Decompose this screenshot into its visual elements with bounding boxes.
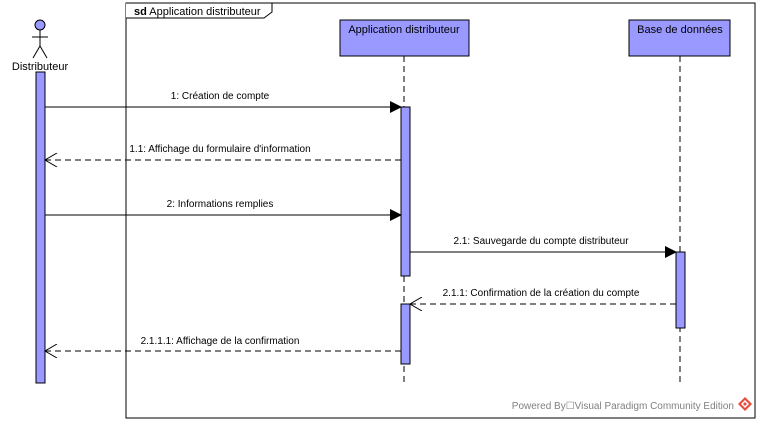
message-1-1-label: 1.1: Affichage du formulaire d'informati…	[129, 144, 310, 155]
message-1-1: 1.1: Affichage du formulaire d'informati…	[45, 144, 401, 160]
lifeline-application: Application distributeur	[339, 19, 470, 385]
visual-paradigm-logo-icon	[738, 397, 752, 411]
activation-app-2	[400, 303, 411, 365]
lifeline-label-db: Base de données	[637, 24, 723, 36]
lifeline-database: Base de données	[628, 19, 731, 385]
message-2-1-1-1-label: 2.1.1.1: Affichage de la confirmation	[141, 336, 300, 347]
frame-name: Application distributeur	[149, 6, 261, 18]
watermark-text: Powered By☐Visual Paradigm Community Edi…	[512, 401, 734, 412]
sequence-frame: sd Application distributeur	[125, 2, 756, 419]
message-2: 2: Informations remplies	[45, 199, 402, 221]
message-2-1: 2.1: Sauvegarde du compte distributeur	[410, 236, 677, 258]
message-2-1-1-1: 2.1.1.1: Affichage de la confirmation	[45, 336, 401, 351]
lifeline-label-app: Application distributeur	[348, 24, 460, 36]
message-2-label: 2: Informations remplies	[167, 199, 274, 210]
message-1-label: 1: Création de compte	[171, 91, 270, 102]
activation-app-1	[400, 106, 411, 277]
watermark: Powered By☐Visual Paradigm Community Edi…	[512, 397, 752, 412]
actor-label: Distributeur	[12, 61, 69, 73]
lifeline-header-db	[628, 19, 731, 57]
activation-actor	[35, 71, 46, 384]
activation-db	[675, 251, 686, 329]
message-1: 1: Création de compte	[45, 91, 402, 113]
lifeline-header-app	[339, 19, 470, 57]
actor-distributeur: Distributeur	[12, 19, 69, 73]
actor-icon	[32, 19, 48, 59]
frame-keyword: sd	[134, 6, 147, 18]
frame-title: sd Application distributeur	[134, 6, 261, 18]
message-2-1-1-label: 2.1.1: Confirmation de la création du co…	[443, 288, 640, 299]
message-2-1-label: 2.1: Sauvegarde du compte distributeur	[453, 236, 629, 247]
message-2-1-1: 2.1.1: Confirmation de la création du co…	[410, 288, 676, 304]
